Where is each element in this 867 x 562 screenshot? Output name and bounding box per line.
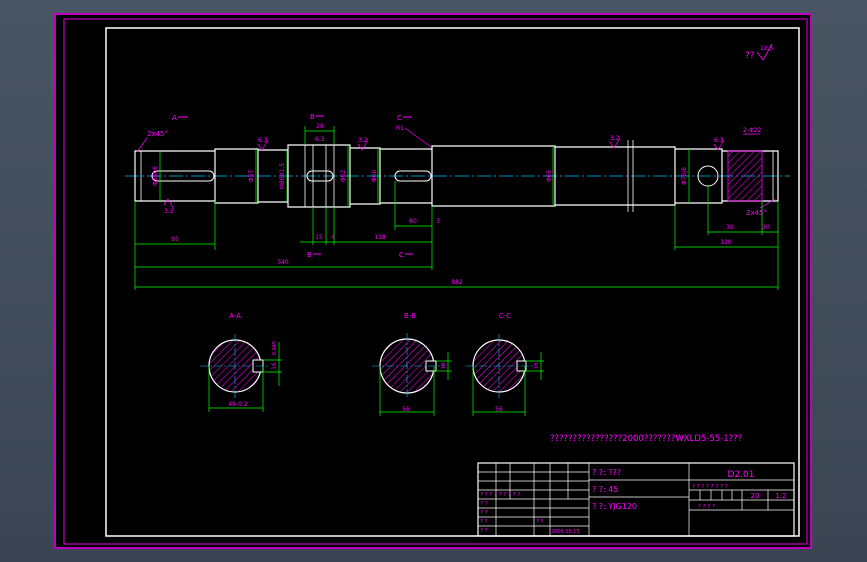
chamfer-left: 2x45° (147, 130, 168, 138)
aa-width: 49-0.2 (228, 401, 248, 408)
diam-label-6: Φ65 (546, 170, 553, 183)
dim-3: 3 (436, 218, 440, 225)
tb-row1: ? ?: ??? (592, 468, 621, 477)
section-cc: 56 18 (465, 334, 544, 416)
dim-28: 28 (316, 123, 324, 130)
dim-30a: 30 (726, 224, 734, 231)
section-c-bottom: C (399, 251, 404, 259)
section-a-top: A (172, 114, 177, 122)
dimension-labels: 95 340 882 118 15 4 28 60 3 30 30 120 (171, 123, 770, 286)
bb-width: 56 (402, 406, 410, 413)
dim-4: 4 (331, 234, 335, 241)
roughness-note-symbols: ?? (745, 51, 755, 61)
dim-95: 95 (171, 236, 179, 243)
section-title-cc: C-C (499, 312, 511, 320)
section-title-aa: A-A (229, 312, 241, 320)
aa-key: 16 (271, 362, 278, 370)
chamfer-right: 2x45° (746, 209, 767, 217)
tb-row3: ? ?: YJG120 (592, 502, 637, 511)
dim-60: 60 (409, 218, 417, 225)
diam-label-5: Φ60 (371, 170, 378, 183)
cc-key: 18 (534, 363, 540, 369)
fillet-note: R1 (396, 125, 404, 132)
hole-note: 2-Φ22 (743, 127, 762, 134)
section-title-bb: B-B (404, 312, 416, 320)
section-c-top: C (397, 114, 402, 122)
diam-label-4: Φ62 (340, 170, 347, 183)
section-b-bottom: B (307, 251, 312, 259)
dim-340: 340 (277, 259, 289, 266)
tb-scale-den: 1:2 (775, 492, 786, 500)
roughness-5: 3.2 (610, 135, 620, 142)
tb-drawing-no: D2.01 (728, 470, 755, 480)
linear-dimension-lines (134, 126, 779, 290)
shaft-step-lines (140, 140, 774, 212)
drawing-caption: ????????????????2000???????WXLD5-55-1??? (550, 434, 742, 444)
drawing-frame (63, 18, 808, 545)
roughness-2: 3.2 (358, 137, 368, 144)
tb-date: 2006.05.15 (551, 529, 580, 535)
tb-left-header: ? ? ? ? ? ? ? ? ? (480, 492, 520, 498)
aa-tol: 0.045 (272, 341, 278, 355)
keyway-c (394, 170, 432, 182)
tb-scale-num: 20 (751, 492, 760, 500)
title-block: ? ?: ??? ? ?: 45 ? ?: YJG120 D2.01 ? ? ?… (477, 462, 795, 537)
roughness-marks (163, 137, 725, 210)
section-titles: A-A B-B C-C (229, 312, 511, 320)
diameter-dimension-lines (159, 145, 690, 207)
roughness-1: 6.3 (258, 137, 268, 144)
inner-border (105, 27, 800, 537)
diam-label-2: Φ57 (248, 170, 255, 183)
section-markers: A B C B C (172, 113, 404, 259)
section-marker-lines (178, 115, 413, 255)
tb-right-header: ? ? ? ? ? ? ? ? (692, 484, 728, 490)
dim-15: 15 (315, 234, 323, 241)
diam-label-7: Φ70j6 (681, 167, 688, 185)
tb-left-row-1: ? ? (480, 501, 488, 507)
diameter-labels: Φ55h6 Φ57 M80X1.5 Φ62 Φ60 Φ65 Φ70j6 (152, 163, 688, 190)
drawing-sheet (54, 13, 812, 549)
roughness-symbols: 6.3 3.2 6.3 3.2 3.2 6.3 (164, 135, 724, 215)
cc-width: 56 (495, 406, 503, 413)
tb-left-row-2: ? ? (480, 510, 488, 516)
dim-120: 120 (720, 239, 732, 246)
bb-key: 18 (441, 363, 447, 369)
section-b-top: B (310, 113, 315, 121)
shaft-main-view: Φ55h6 Φ57 M80X1.5 Φ62 Φ60 Φ65 Φ70j6 6.3 … (125, 113, 790, 290)
hatched-end (727, 150, 763, 202)
dim-118: 118 (374, 234, 386, 241)
roughness-note: ?? 12.5 (745, 43, 774, 61)
tb-left-row-3: ? ? (480, 519, 488, 525)
tb-row2: ? ?: 45 (592, 485, 618, 494)
tb-left-row-4: ? ? (480, 528, 488, 534)
roughness-6: 6.3 (714, 137, 724, 144)
roughness-4: 3.2 (164, 208, 174, 215)
keyway-b (306, 170, 334, 182)
keyway-a (151, 170, 215, 182)
section-bb: 56 18 (372, 333, 452, 416)
diam-label-1: Φ55h6 (152, 166, 159, 186)
diam-label-3: M80X1.5 (279, 163, 286, 190)
tb-left-row-5: ? ? (536, 519, 544, 525)
tb-bottom-row: ? ? ? ? (698, 504, 715, 510)
dim-30b: 30 (762, 224, 770, 231)
roughness-note-value: 12.5 (760, 45, 774, 52)
section-aa: 49-0.2 16 0.045 (200, 334, 282, 412)
dim-882: 882 (451, 279, 463, 286)
roughness-3: 6.3 (315, 136, 325, 143)
